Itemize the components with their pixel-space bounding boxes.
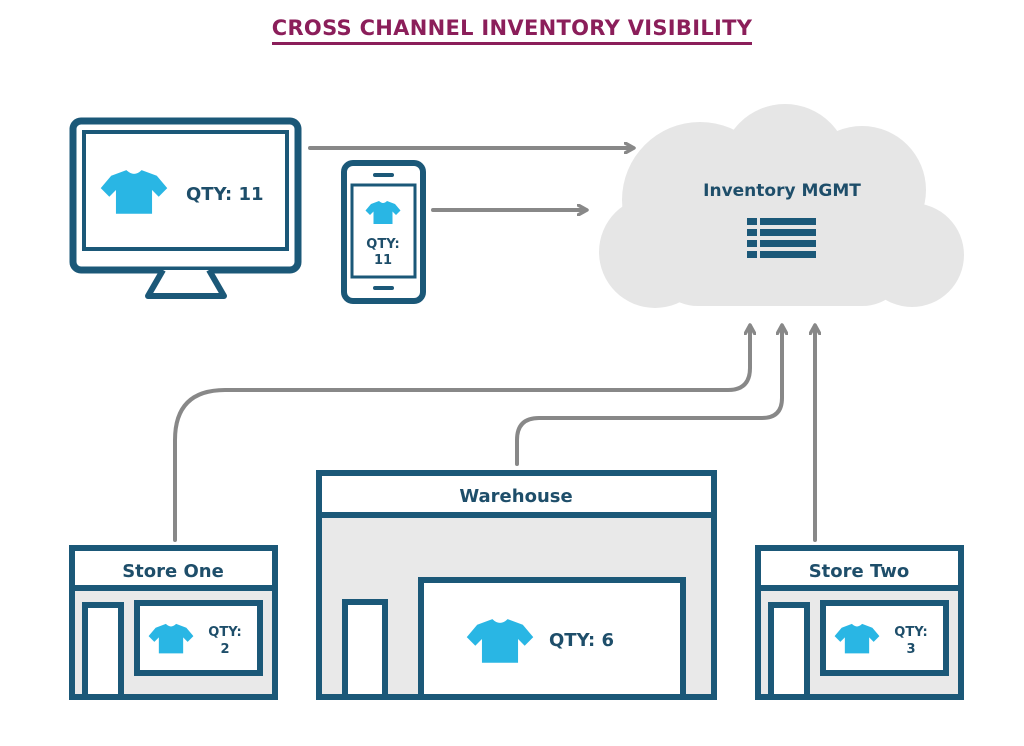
phone-qty-value: 11 [374,253,392,268]
store-two-building [755,545,964,700]
store-one-to-cloud-arrow [173,326,750,542]
home-button-icon [373,286,394,290]
cloud-label: Inventory MGMT [703,181,861,201]
store-two-name: Store Two [809,561,910,582]
speaker-icon [373,173,394,177]
store-one-qty-label: QTY: [208,625,241,640]
warehouse-to-cloud-arrow [515,326,782,466]
store-two-qty-label: QTY: [894,625,927,640]
store-one-qty-value: 2 [220,642,229,657]
connector-arrows [173,148,815,542]
smartphone [341,160,426,304]
diagram-title-text: CROSS CHANNEL INVENTORY VISIBILITY [271,16,753,45]
list-icon [747,218,816,258]
diagram-title: CROSS CHANNEL INVENTORY VISIBILITY [0,16,1024,45]
warehouse-name: Warehouse [459,486,572,507]
desktop-qty: QTY: 11 [186,184,264,205]
store-two-qty-value: 3 [906,642,915,657]
warehouse-building [316,470,717,700]
cloud-icon [599,104,964,308]
warehouse-qty: QTY: 6 [549,630,614,651]
desktop-monitor [69,117,302,299]
phone-qty-label: QTY: [366,237,399,252]
store-one-building [69,545,278,700]
store-one-name: Store One [122,561,224,582]
